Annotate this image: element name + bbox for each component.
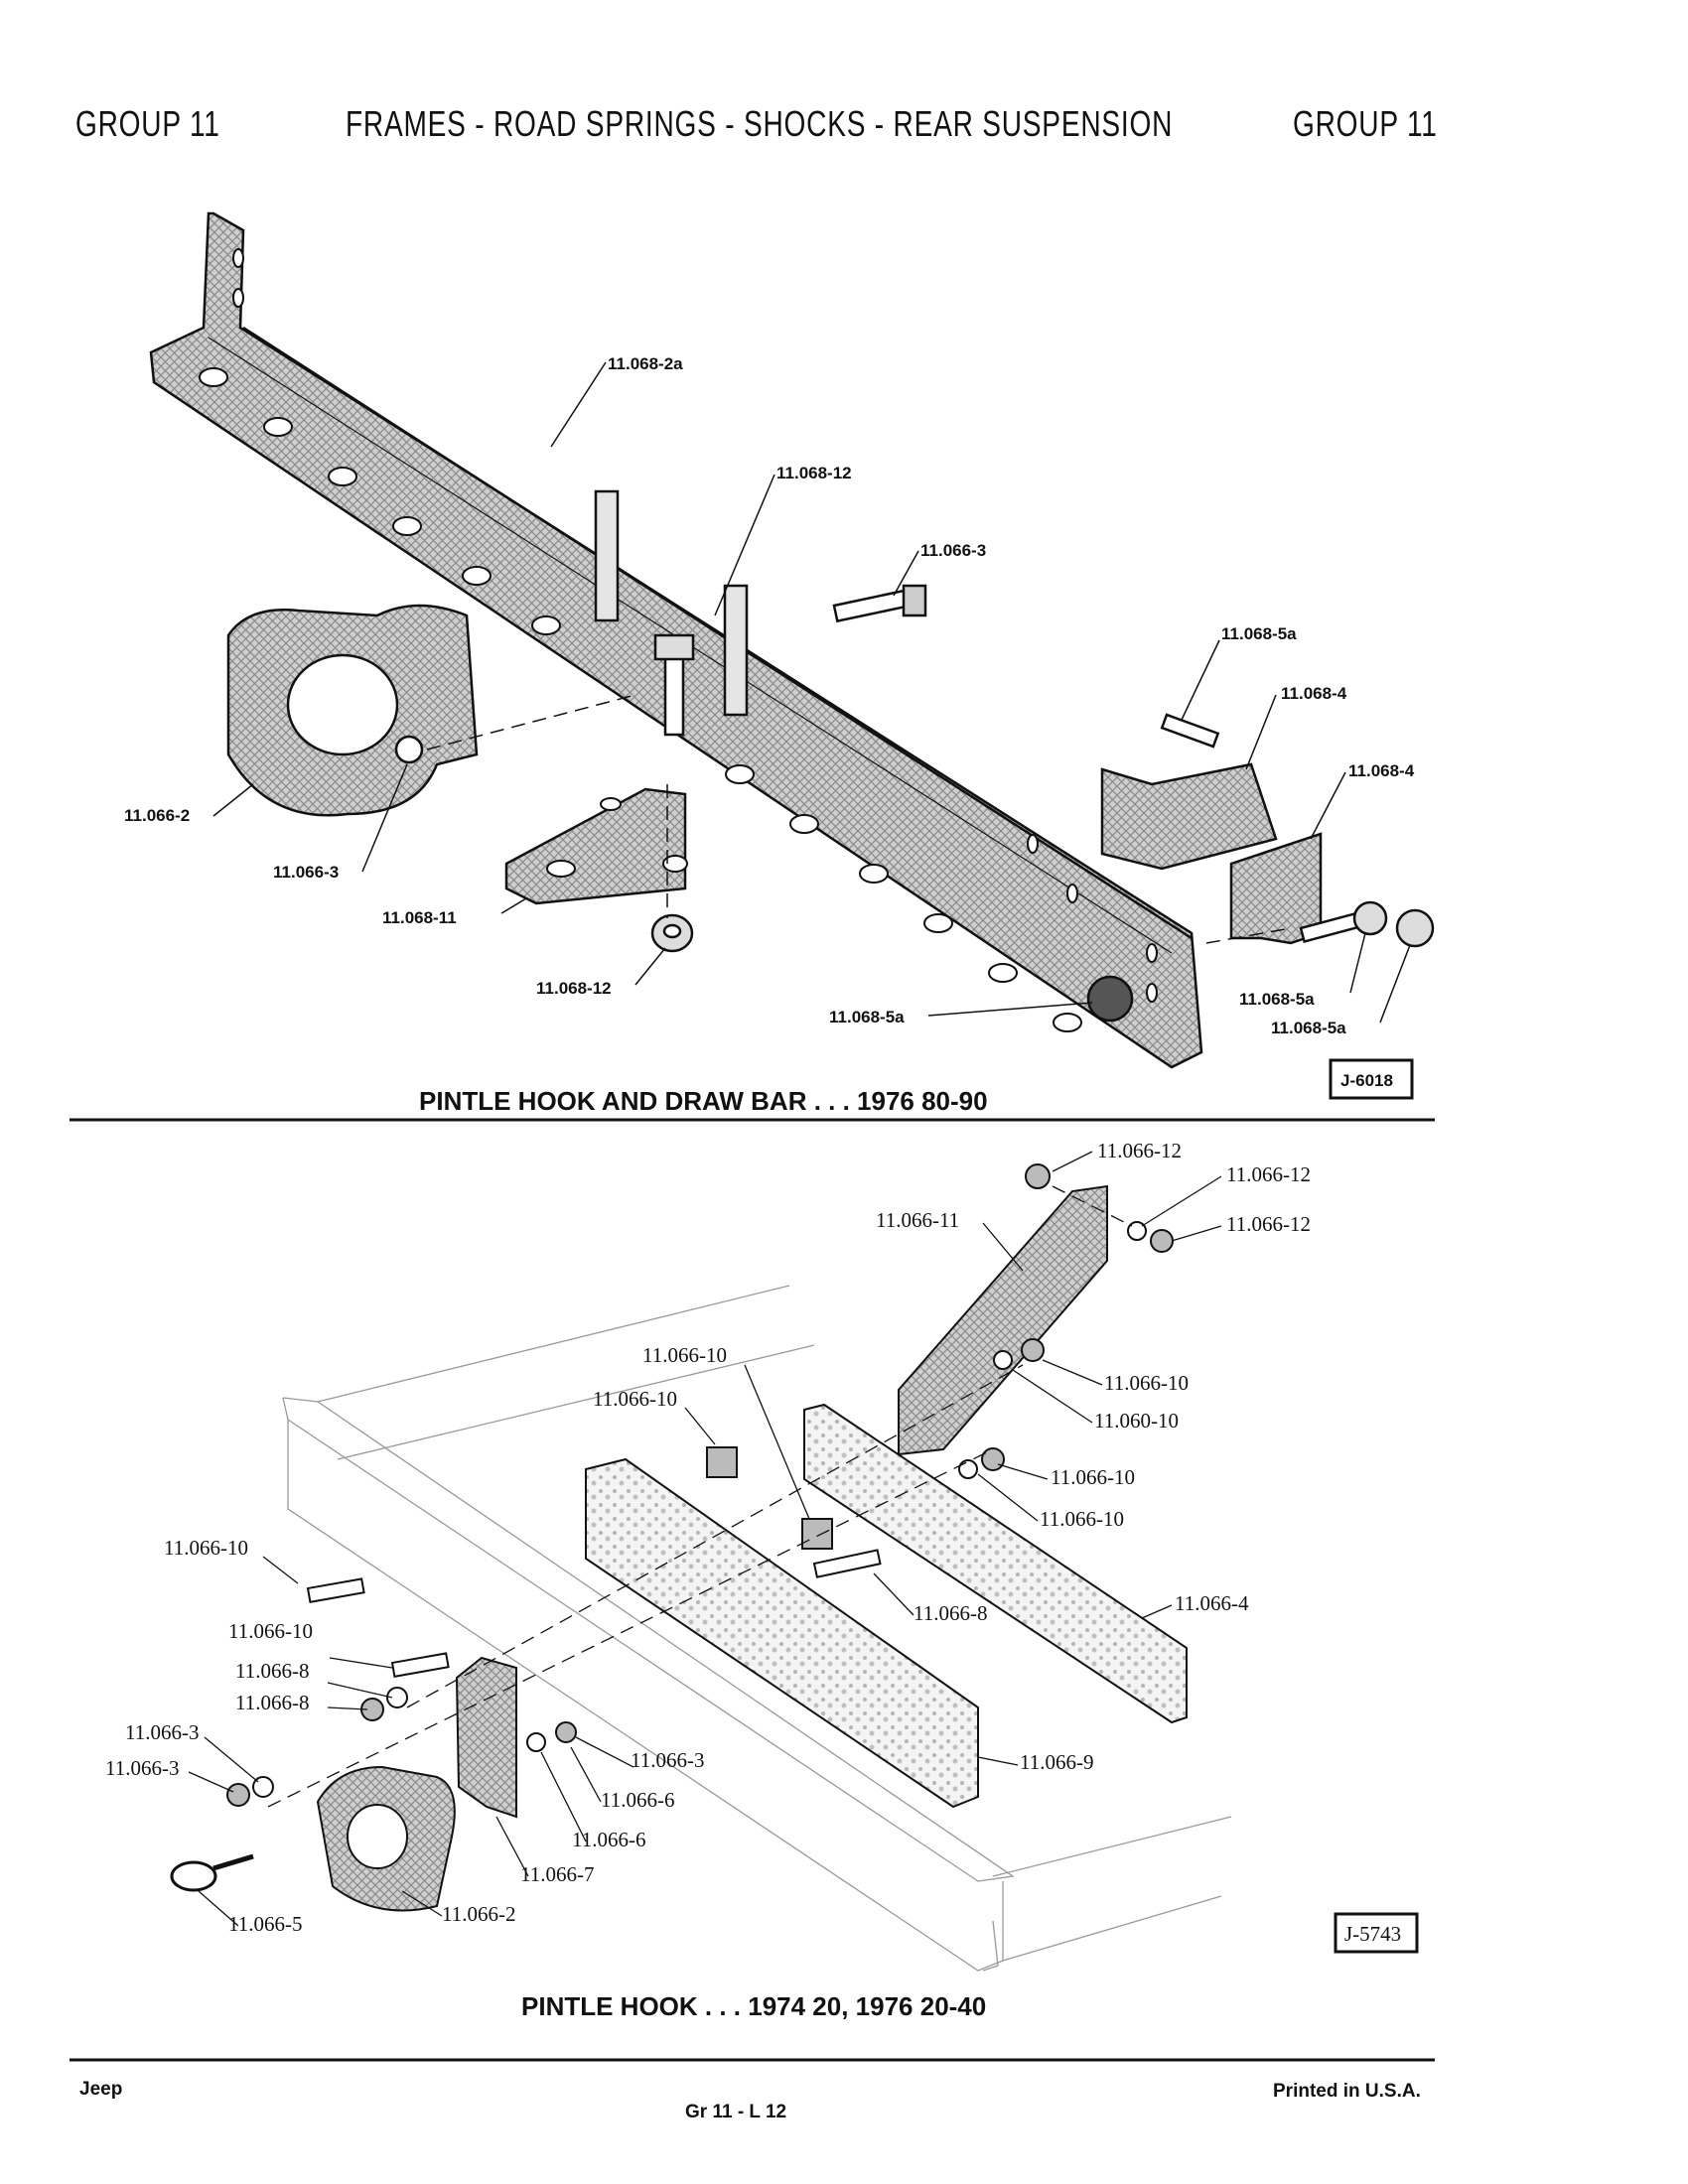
washer-11066-10 [958,1459,978,1479]
spacer-11066-10-b [801,1518,833,1550]
caption-bottom: PINTLE HOOK . . . 1974 20, 1976 20-40 [521,1991,986,2021]
label: 11.068-2a [608,354,683,373]
nut-11066-6 [555,1721,577,1743]
footer-printed: Printed in U.S.A. [1273,2081,1421,2102]
header-group-left: GROUP 11 [75,103,220,144]
label: 11.066-10 [1104,1371,1189,1395]
bracket-11066-7 [455,1656,517,1819]
nut-11068-5a-b [1395,908,1435,948]
bottom-labels: 11.066-12 11.066-12 11.066-12 11.066-11 … [105,1139,1311,1936]
label: 11.066-12 [1226,1162,1311,1186]
bottom-diagram [170,1151,1232,1972]
label: 11.066-10 [164,1536,248,1560]
label: 11.066-3 [125,1720,199,1744]
label: 11.066-6 [601,1788,674,1812]
bolt-head [653,633,695,661]
label: 11.066-2 [442,1902,515,1926]
plate-11068-11 [504,787,687,905]
label: 11.066-8 [235,1691,309,1714]
label: 11.066-5 [228,1912,302,1936]
footer-page-ref: Gr 11 - L 12 [685,2102,786,2122]
bolt-11066-12 [1025,1163,1051,1189]
figure-id-box-bottom [1334,1912,1419,1954]
label: 11.066-10 [593,1387,677,1411]
draw-bar-holes [199,248,1158,1032]
bar-11066-4 [803,1403,1188,1724]
label: 11.066-10 [1051,1465,1135,1489]
label: 11.068-12 [776,464,852,482]
label: 11.066-12 [1226,1212,1311,1236]
label: 11.066-8 [914,1601,987,1625]
channel-11066-9 [585,1457,979,1809]
washer-11066-6 [526,1732,546,1752]
label: 11.066-12 [1097,1139,1182,1162]
figure-id-box-top [1329,1058,1414,1100]
header-group-right: GROUP 11 [1293,103,1438,144]
nut-11068-5a [1352,900,1388,936]
top-diagram [149,211,1435,1069]
label: 11.066-3 [273,863,339,882]
label: 11.068-5a [1221,624,1297,643]
bolt-11066-10-b [390,1652,450,1678]
bracket-11068-4-a [1100,762,1278,871]
bolt-head-2 [902,584,927,617]
caption-top: PINTLE HOOK AND DRAW BAR . . . 1976 80-9… [419,1086,988,1116]
label: 11.068-5a [1271,1019,1346,1037]
label: 11.060-10 [1094,1409,1179,1433]
eye-bolt-11066-5 [170,1860,217,1892]
nut-11066-12 [1150,1229,1174,1253]
label: 11.066-10 [228,1619,313,1643]
washer-11060-10 [993,1350,1013,1370]
top-labels: 11.068-2a 11.068-12 11.066-3 11.068-5a 1… [124,354,1415,1037]
label: 11.066-11 [876,1208,959,1232]
bolt-11066-10 [306,1577,365,1603]
pintle-hook-bottom [316,1765,456,1912]
label: 11.068-5a [1239,990,1315,1009]
label: 11.066-3 [631,1748,704,1772]
bracket-11066-11 [898,1184,1108,1456]
label: 11.066-9 [1020,1750,1093,1774]
header-title: FRAMES - ROAD SPRINGS - SHOCKS - REAR SU… [346,103,1174,144]
label: 11.068-4 [1281,684,1347,703]
figure-id-bottom: J-5743 [1344,1922,1401,1946]
bolt-11066-8 [812,1549,882,1578]
label: 11.066-6 [572,1828,645,1851]
nut-11068-5a-c [1086,975,1134,1023]
nut-11066-3 [226,1783,250,1807]
spacer-11066-10 [706,1446,738,1478]
bolt-11066-3 [832,588,913,623]
label: 11.068-4 [1348,761,1415,780]
washer-11066-12 [1127,1221,1147,1241]
label: 11.066-2 [124,806,190,825]
footer-brand: Jeep [79,2079,122,2100]
figure-id-top: J-6018 [1340,1071,1393,1090]
nut-11066-10 [1021,1338,1045,1362]
label: 11.066-7 [520,1862,594,1886]
upright-right [723,584,749,717]
washer-11066-8 [386,1687,408,1708]
label: 11.068-11 [382,908,457,927]
upright-left [594,489,620,622]
nut-11066-10-b [981,1447,1005,1471]
label: 11.066-8 [235,1659,309,1683]
bolt-11068-5a [1160,713,1220,749]
pintle-hook [226,604,479,817]
label: 11.066-3 [920,541,986,560]
label: 11.066-3 [105,1756,179,1780]
label: 11.066-10 [642,1343,727,1367]
label: 11.066-10 [1040,1507,1124,1531]
vehicle-frame [282,1285,1232,1972]
label: 11.068-5a [829,1008,905,1026]
label: 11.068-12 [536,979,612,998]
label: 11.066-4 [1175,1591,1249,1615]
